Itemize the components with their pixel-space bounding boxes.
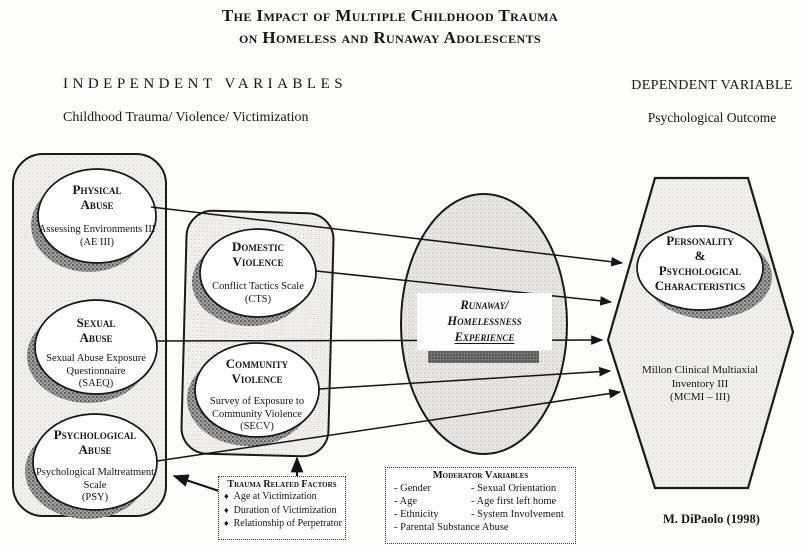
sexual-abuse-measure: Sexual Abuse Exposure Questionnaire (SAE… — [27, 353, 165, 391]
domestic-violence-title: Domestic Violence — [232, 239, 284, 269]
psychological-abuse-measure-name: Psychological Maltreatment Scale — [35, 467, 155, 491]
community-violence-title: Community Violence — [225, 356, 289, 386]
physical-abuse-measure: Assessing Environments III (AE III) — [38, 224, 156, 249]
physical-abuse-measure-abbr: (AE III) — [79, 236, 115, 248]
causal-arrows — [150, 206, 624, 462]
trauma-factor-item-label: Age at Victimization — [233, 491, 317, 502]
community-violence-measure: Survey of Exposure to Community Violence… — [189, 396, 325, 434]
mediator-label-plate — [417, 293, 552, 350]
outcome-title-amp: & — [694, 248, 706, 263]
moderator-variables-title: Moderator Variables — [432, 470, 529, 481]
moderator-column-right: - Sexual Orientation - Age first left ho… — [471, 482, 569, 521]
moderator-variables-columns: - Gender - Age - Ethnicity - Sexual Orie… — [386, 481, 575, 521]
moderator-item-full-width: - Parental Substance Abuse — [394, 522, 509, 533]
psychological-abuse-ellipse — [32, 413, 158, 511]
trauma-factor-arrows — [172, 456, 304, 492]
moderator-item: - System Involvement — [471, 509, 564, 520]
moderator-variables-box: Moderator Variables - Gender - Age - Eth… — [385, 467, 576, 544]
trauma-factor-item-label: Relationship of Perpetrator — [233, 518, 342, 529]
outcome-title-line1: Personality — [666, 233, 734, 248]
community-violence-ellipse — [194, 342, 320, 438]
mediator-emphasis-bar — [428, 351, 539, 363]
outcome-measure-name: Millon Clinical Multiaxial Inventory III — [641, 364, 759, 390]
psychological-abuse-measure-abbr: (PSY) — [81, 492, 109, 503]
outcome-ellipse — [636, 225, 764, 311]
community-violence-measure-name: Survey of Exposure to Community Violence — [209, 396, 305, 420]
outcome-measure-abbr: (MCMI – III) — [670, 391, 730, 403]
physical-abuse-measure-name: Assessing Environments III — [38, 224, 156, 235]
sexual-abuse-ellipse — [34, 299, 158, 395]
diamond-bullet-icon: ♦ — [224, 491, 229, 501]
diagram-title-line2: on Homeless and Runaway Adolescents — [238, 28, 542, 47]
independent-variables-heading: INDEPENDENT VARIABLES — [63, 76, 348, 92]
domestic-violence-measure: Conflict Tactics Scale (CTS) — [203, 281, 313, 306]
outcome-title-line2: Psychological Characteristics — [654, 263, 746, 293]
trauma-factors-title: Trauma Related Factors — [227, 479, 337, 490]
community-violence-measure-abbr: (SECV) — [240, 421, 274, 432]
diagram-title-line1: The Impact of Multiple Childhood Trauma — [221, 6, 559, 25]
arrow-psychological-abuse-to-outcome — [156, 388, 622, 462]
domestic-violence-measure-name: Conflict Tactics Scale — [212, 281, 304, 292]
mediator-label-line2: Homelessness — [447, 314, 522, 328]
mediator-label-line3: Experience — [454, 330, 515, 344]
sexual-abuse-title: Sexual Abuse — [76, 315, 116, 345]
arrow-trauma-factors-to-abuse-group — [172, 474, 220, 492]
outcome-hexagon — [606, 176, 795, 490]
domestic-violence-measure-abbr: (CTS) — [244, 293, 272, 305]
moderator-item: - Gender — [394, 483, 432, 494]
mediator-label-line1: Runaway/ — [460, 298, 509, 312]
trauma-factor-item: ♦ Relationship of Perpetrator — [219, 517, 345, 531]
trauma-factor-item: ♦ Age at Victimization — [219, 490, 345, 504]
arrow-domestic-violence-to-outcome — [315, 270, 613, 306]
moderator-item: - Ethnicity — [394, 509, 439, 520]
moderator-item: - Age — [394, 496, 418, 507]
diamond-bullet-icon: ♦ — [224, 518, 229, 528]
trauma-factors-box: Trauma Related Factors ♦ Age at Victimiza… — [218, 476, 346, 540]
dependent-variable-heading: DEPENDENT VARIABLE — [631, 78, 793, 93]
sexual-abuse-measure-abbr: (SAEQ) — [78, 378, 114, 389]
diamond-bullet-icon: ♦ — [224, 504, 229, 515]
psychological-abuse-title: Psychological Abuse — [53, 427, 137, 457]
moderator-item: - Sexual Orientation — [471, 483, 557, 494]
psychological-abuse-measure: Psychological Maltreatment Scale (PSY) — [31, 467, 159, 505]
domestic-violence-ellipse — [199, 228, 317, 318]
sexual-abuse-measure-name: Sexual Abuse Exposure Questionnaire — [46, 353, 146, 377]
physical-abuse-title: Physical Abuse — [72, 182, 122, 212]
independent-variables-subheading: Childhood Trauma/ Violence/ Victimizatio… — [63, 110, 309, 125]
moderator-item: - Age first left home — [471, 496, 557, 507]
dependent-variable-subheading: Psychological Outcome — [647, 110, 777, 125]
arrow-community-violence-to-outcome — [318, 366, 612, 390]
outcome-measure: Millon Clinical Multiaxial Inventory III… — [640, 364, 760, 405]
author-credit: M. DiPaolo (1998) — [663, 512, 760, 526]
trauma-factor-item: ♦ Duration of Victimization — [219, 504, 345, 518]
moderator-column-left: - Gender - Age - Ethnicity — [394, 482, 471, 521]
physical-abuse-ellipse — [37, 168, 157, 264]
arrow-physical-abuse-to-outcome — [150, 206, 624, 267]
trauma-factor-item-label: Duration of Victimization — [233, 504, 337, 516]
